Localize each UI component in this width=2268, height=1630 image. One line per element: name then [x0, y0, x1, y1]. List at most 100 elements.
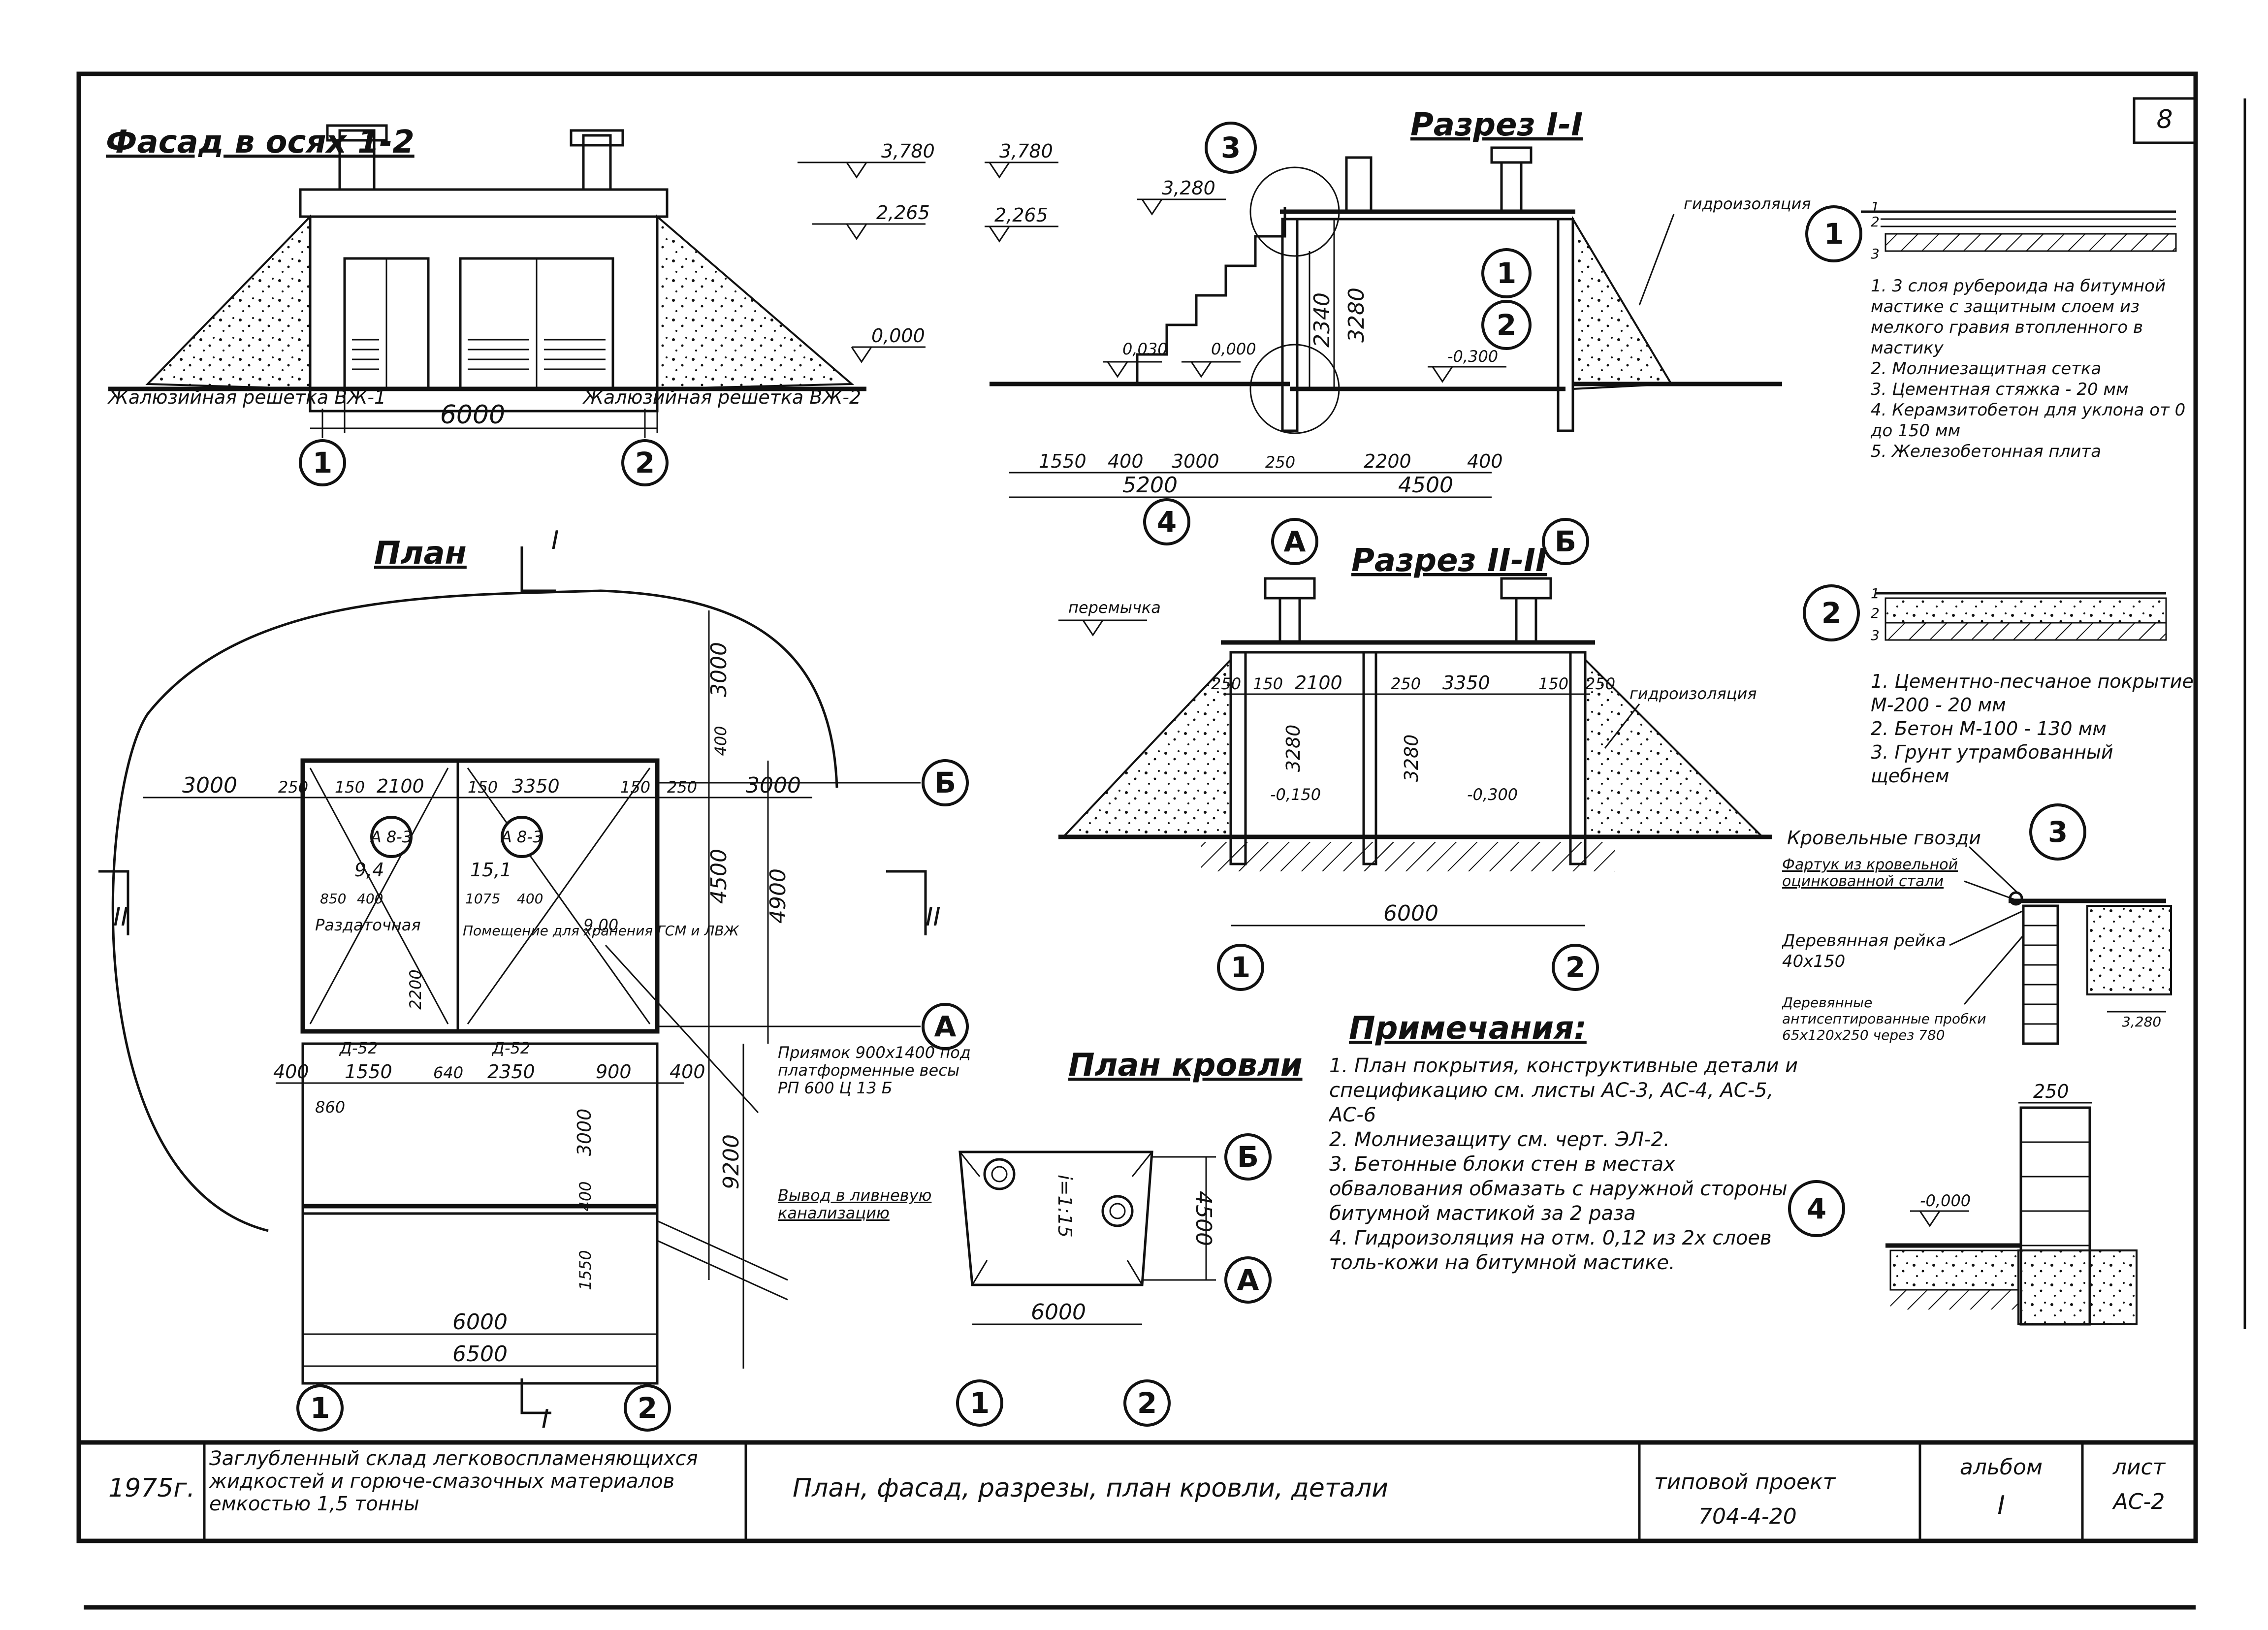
plan-view: План I I II II A 8-3 A 8-3 9,4 15,1 Раз [98, 526, 971, 1434]
plan-mark-850: 850 [320, 891, 346, 907]
s1-callout-2 [1481, 300, 1532, 350]
s2-vdim-2: 3280 [1401, 735, 1422, 782]
plan-dim-row-4: 2350 [487, 1061, 535, 1083]
plan-dim-right-3: 4500 [706, 849, 732, 904]
plan-drain-note-box: Вывод в ливневую канализацию [778, 1186, 932, 1222]
s1-axis-b [1542, 518, 1589, 565]
s1-dim-5: 2200 [1364, 450, 1411, 472]
detail-3-batten-box: Деревянная рейка 40х150 [1782, 931, 1946, 971]
plan-axis-a-label: А [934, 1010, 957, 1043]
plan-vent-2-label: A 8-3 [500, 828, 543, 846]
roof-axis-a-label: А [1237, 1263, 1259, 1297]
d1-item-4: 4. Керамзитобетон для уклона от 0 до 150… [1871, 400, 2186, 441]
s1-level-b: 2,265 [994, 204, 1048, 226]
detail-3-plugs-box: Деревянные антисептированные пробки 65х1… [1782, 994, 1986, 1043]
s1-total-left: 5200 [1122, 473, 1178, 498]
s2-level-2: -0,300 [1467, 785, 1518, 804]
d2-mark-1: 1 [1871, 585, 1880, 602]
s1-callout-4 [1143, 498, 1190, 545]
s1-dim-4: 250 [1265, 453, 1295, 472]
plan-axis-1 [296, 1384, 344, 1432]
plan-vent-1-label: A 8-3 [370, 828, 412, 846]
s2-dim-4: 250 [1391, 674, 1421, 693]
s1-level-c: 3,280 [1162, 177, 1215, 199]
s2-dim-2: 150 [1253, 674, 1283, 693]
notes-block: Примечания: 1. План покрытия, конструкти… [1329, 1010, 1798, 1274]
s1-callout-3-label: 3 [1221, 131, 1241, 164]
plan-cut-left: II [113, 902, 128, 932]
plan-dim-right-6: 400 [576, 1181, 595, 1211]
plan-axis-a [922, 1003, 969, 1050]
plan-mark-400b: 400 [517, 891, 543, 907]
plan-dim-right-5: 3000 [574, 1109, 595, 1156]
s1-dim-3: 3000 [1172, 450, 1219, 472]
plan-mark-400a: 400 [357, 891, 383, 907]
tb-album-value: I [1997, 1491, 2005, 1520]
tb-sheet-label: лист [2112, 1455, 2166, 1480]
detail-3-number: 3 [2048, 815, 2068, 849]
plan-mark-1075: 1075 [465, 891, 500, 907]
plan-dim-right-8: 9200 [719, 1134, 744, 1189]
plan-dim-right-1: 3000 [706, 642, 732, 697]
s2-waterproofing: гидроизоляция [1629, 684, 1757, 703]
roof-axis-b-label: Б [1237, 1140, 1259, 1174]
d1-item-1: 1. 3 слоя рубероида на битумной мастике … [1871, 276, 2166, 358]
plan-dim-bottom-1: 6000 [452, 1310, 508, 1335]
plan-room-2-area: 15,1 [470, 859, 512, 881]
plan-dim-row-2: 1550 [345, 1061, 392, 1083]
roof-axis-a [1224, 1256, 1272, 1304]
s2-dim-7: 250 [1585, 674, 1615, 693]
detail-3-batten: Деревянная рейка 40х150 [1782, 931, 1946, 971]
roof-plan-title: План кровли [1068, 1047, 1303, 1084]
plan-dim-top-1: 3000 [182, 773, 237, 798]
notes-text-box: 1. План покрытия, конструктивные детали … [1329, 1055, 1798, 1274]
plan-dim-right-2: 400 [711, 726, 730, 756]
plan-dim-row-1: 400 [273, 1061, 309, 1083]
tb-year: 1975г. [108, 1473, 195, 1503]
plan-dim-top-6: 3350 [512, 775, 560, 797]
d2-item-1: 1. Цементно-песчаное покрытие М-200 - 20… [1871, 671, 2194, 716]
d2-item-2: 2. Бетон М-100 - 130 мм [1871, 718, 2107, 739]
tb-sheet-title: План, фасад, разрезы, план кровли, детал… [793, 1473, 1388, 1503]
detail-4: 4 250 -0,000 [1788, 1081, 2138, 1326]
detail-2-text-box: 1. Цементно-песчаное покрытие М-200 - 20… [1871, 671, 2194, 787]
s2-axis-1-label: 1 [1231, 951, 1250, 984]
plan-cut-bottom: I [542, 1405, 549, 1434]
plan-drain-note: Вывод в ливневую канализацию [778, 1186, 932, 1222]
s1-dim-2: 400 [1108, 450, 1144, 472]
plan-mark-860: 860 [315, 1098, 345, 1117]
facade-axis-2 [621, 439, 669, 486]
detail-3: 3 Кровельные гвозди 3,280 Фартук из кров… [1782, 803, 2172, 1045]
plan-dim-top-4: 2100 [377, 775, 424, 797]
tb-sheet-value: АС-2 [2112, 1489, 2165, 1514]
plan-room-2: Помещение для хранения ГСМ и ЛВЖ [463, 923, 740, 939]
plan-room-1: Раздаточная [315, 916, 421, 934]
s1-vdim-2: 3280 [1344, 288, 1369, 343]
roof-axis-b [1224, 1133, 1272, 1181]
detail-3-plugs: Деревянные антисептированные пробки 65х1… [1782, 994, 1986, 1043]
detail-3-title: Кровельные гвозди [1787, 827, 1981, 849]
section-2-view: Разрез II-II перемычка 250 150 2100 250 … [1058, 543, 1772, 991]
roof-slope: i=1:15 [1054, 1175, 1076, 1238]
detail-2-marker [1803, 584, 1860, 641]
s1-level-d: 0,030 [1122, 340, 1168, 358]
plan-mark-900: 9,00 [583, 916, 618, 934]
tb-type-label: типовой проект [1654, 1470, 1836, 1495]
plan-dim-top-9: 3000 [746, 773, 801, 798]
plan-cut-right: II [926, 902, 941, 932]
plan-dim-row-6: 400 [670, 1061, 705, 1083]
roof-plan-view: План кровли i=1:15 6000 4500 Б А 1 2 [956, 1047, 1303, 1427]
s1-axis-b-label: Б [1555, 525, 1576, 558]
note-2: 2. Молниезащиту см. черт. ЭЛ-2. [1329, 1128, 1670, 1151]
sheet-frame [76, 71, 2198, 1543]
plan-vent-1 [370, 816, 413, 858]
detail-4-marker [1788, 1180, 1845, 1237]
detail-1-number: 1 [1824, 217, 1844, 251]
d2-item-3: 3. Грунт утрамбованный щебнем [1871, 741, 2113, 787]
sheet-number: 8 [2156, 105, 2172, 134]
plan-title: План [374, 535, 467, 572]
s1-dim-6: 400 [1467, 450, 1503, 472]
s2-axis-2-label: 2 [1565, 951, 1585, 984]
tb-project-name: Заглубленный склад легковоспламеняющихся… [209, 1447, 698, 1515]
d2-mark-3: 3 [1871, 627, 1880, 643]
